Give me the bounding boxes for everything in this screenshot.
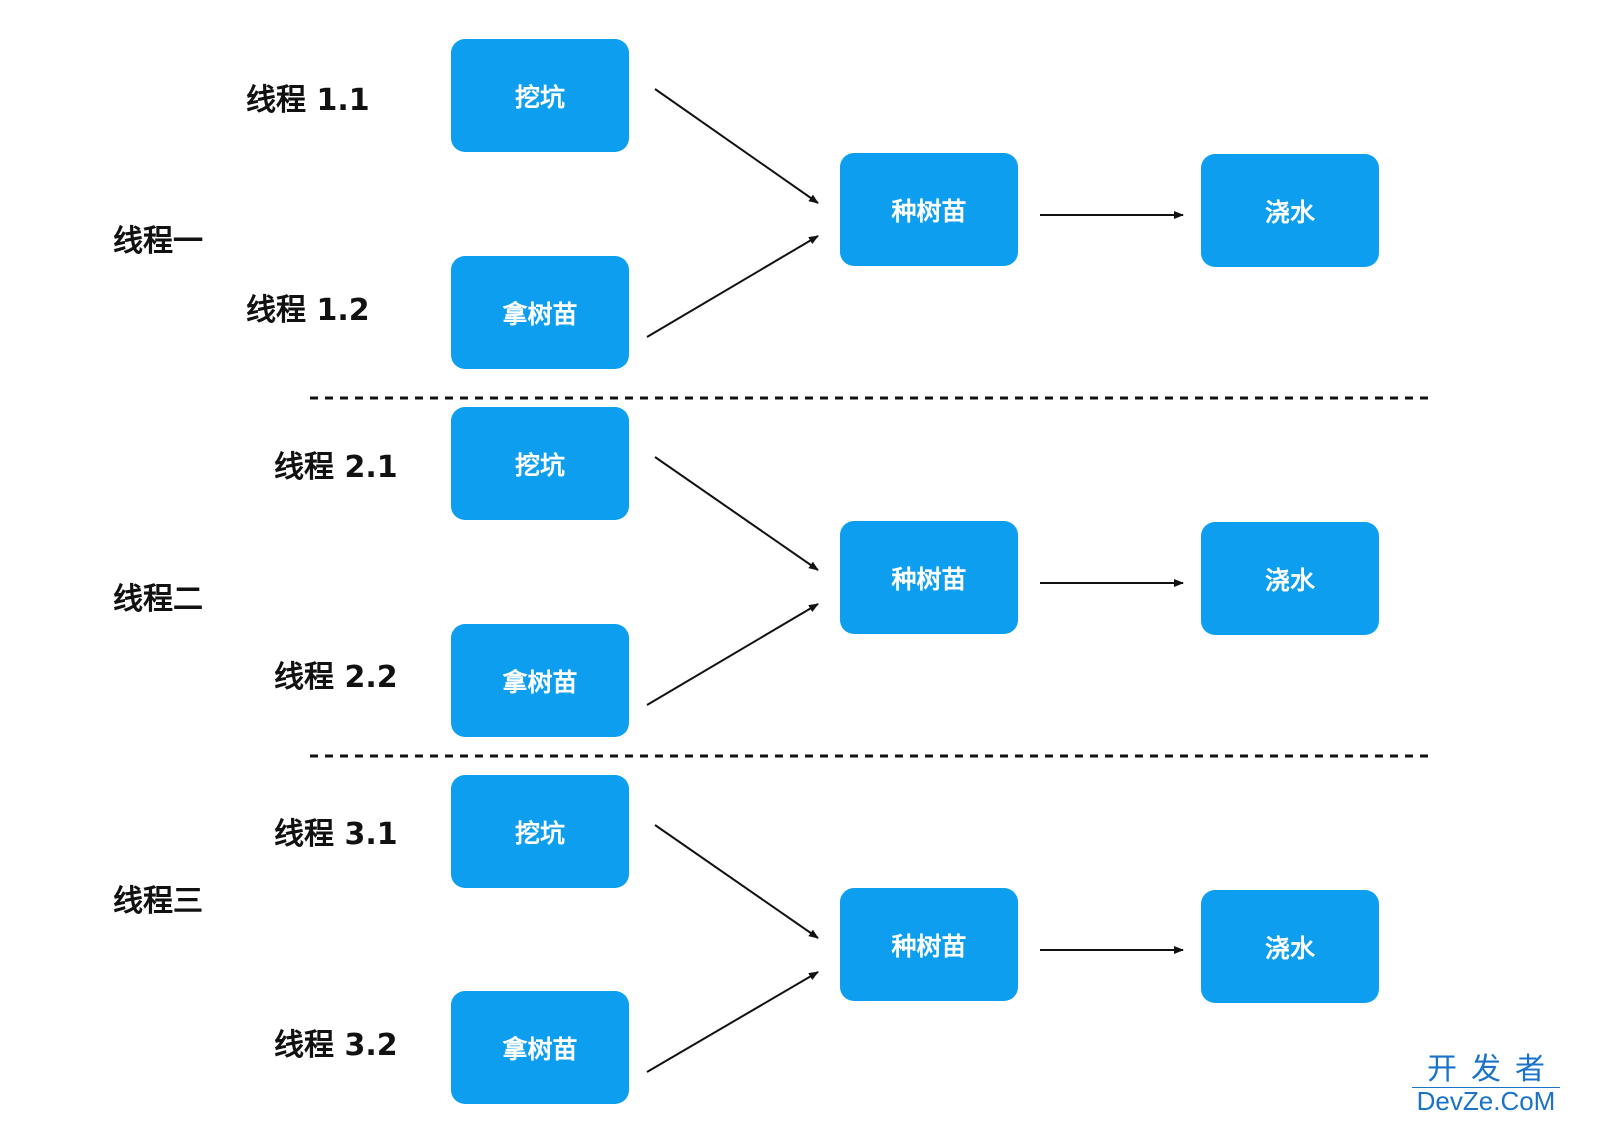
group-3-title: 线程三 [113, 884, 203, 919]
group-3-fetch-box: 拿树苗 [451, 991, 629, 1104]
group-3-water-box: 浇水 [1201, 890, 1379, 1003]
box-label: 拿树苗 [502, 667, 578, 697]
group-2-connectors [646, 456, 1184, 706]
watermark-cn: 开发者 [1427, 1053, 1559, 1086]
group-2-sub-1-label: 线程 2.1 [274, 450, 398, 485]
arrow-dig-to-plant [654, 88, 819, 204]
group-3-sub-1-label: 线程 3.1 [274, 817, 398, 852]
group-3-dig-box: 挖坑 [451, 775, 629, 888]
box-label: 挖坑 [514, 818, 565, 848]
arrow-fetch-to-plant [646, 971, 819, 1073]
box-label: 挖坑 [514, 82, 565, 112]
group-1-water-box: 浇水 [1201, 154, 1379, 267]
box-label: 拿树苗 [502, 1034, 578, 1064]
arrow-fetch-to-plant [646, 235, 819, 338]
group-3-sub-2-label: 线程 3.2 [274, 1028, 398, 1063]
group-2-title: 线程二 [113, 582, 203, 617]
arrow-dig-to-plant [654, 456, 819, 571]
group-1-connectors [646, 88, 1184, 338]
arrow-fetch-to-plant [646, 603, 819, 706]
group-3-connectors [646, 824, 1184, 1073]
group-1-fetch-box: 拿树苗 [451, 256, 629, 369]
box-label: 浇水 [1264, 933, 1315, 963]
group-1-dig-box: 挖坑 [451, 39, 629, 152]
box-label: 拿树苗 [502, 299, 578, 329]
group-1-sub-2-label: 线程 1.2 [246, 293, 370, 328]
group-1-title: 线程一 [113, 224, 203, 259]
watermark-en: DevZe.CoM [1412, 1087, 1560, 1114]
box-label: 种树苗 [891, 564, 967, 594]
group-1-sub-1-label: 线程 1.1 [246, 83, 370, 118]
box-label: 种树苗 [891, 196, 967, 226]
box-label: 浇水 [1264, 565, 1315, 595]
box-label: 挖坑 [514, 450, 565, 480]
group-2-fetch-box: 拿树苗 [451, 624, 629, 737]
group-2-dig-box: 挖坑 [451, 407, 629, 520]
box-label: 种树苗 [891, 931, 967, 961]
group-2-sub-2-label: 线程 2.2 [274, 660, 398, 695]
group-3-plant-box: 种树苗 [840, 888, 1018, 1001]
group-2-water-box: 浇水 [1201, 522, 1379, 635]
watermark: 开发者 DevZe.CoM [1412, 1053, 1560, 1114]
group-2-plant-box: 种树苗 [840, 521, 1018, 634]
group-1-plant-box: 种树苗 [840, 153, 1018, 266]
arrow-dig-to-plant [654, 824, 819, 939]
box-label: 浇水 [1264, 197, 1315, 227]
